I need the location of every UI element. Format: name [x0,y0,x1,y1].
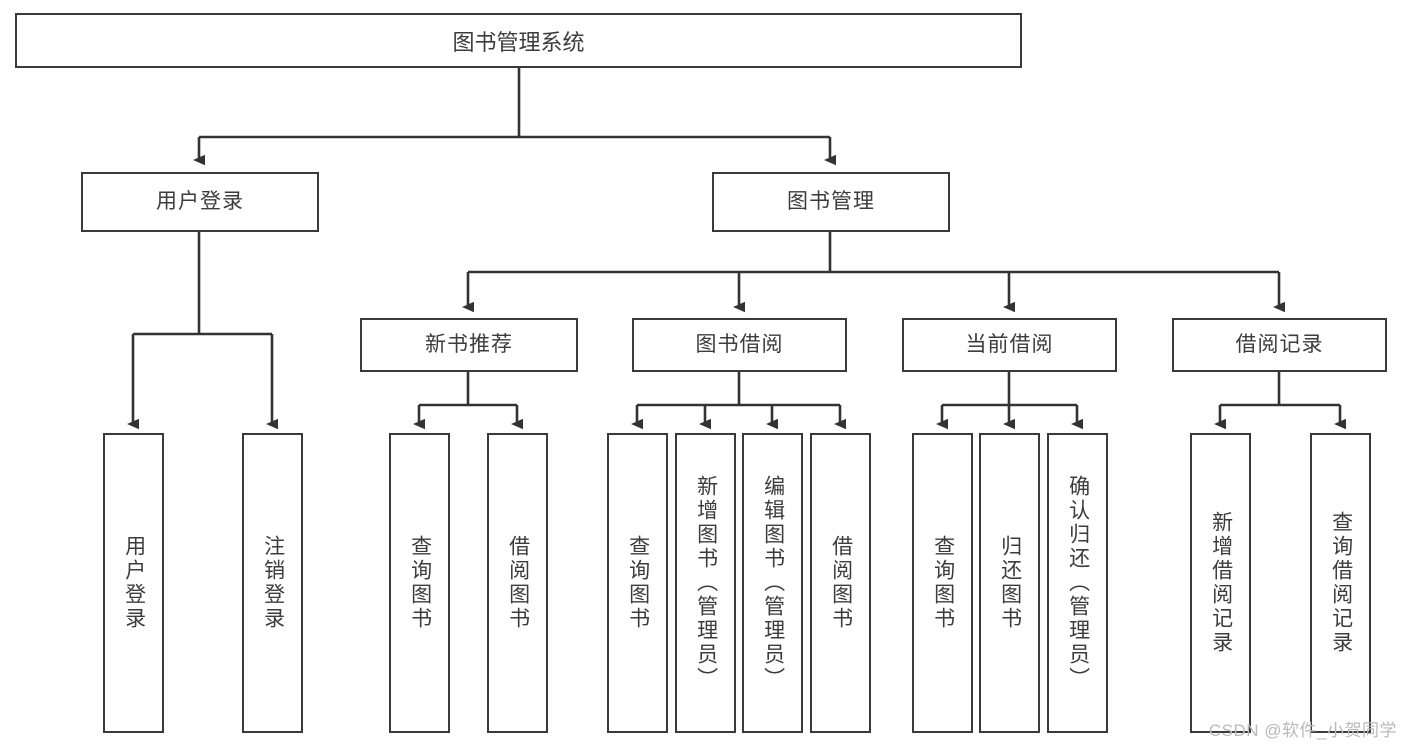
node-label: 新增借阅记录 [1209,511,1233,655]
node-label: 查询图书 [931,535,955,631]
node-label: 图书管理 [787,190,875,214]
node-label: 查询图书 [626,535,650,631]
leaf-new-book-query-book[interactable]: 查询图书 [389,433,450,733]
node-root-book-management-system[interactable]: 图书管理系统 [15,13,1022,68]
node-label: 用户登录 [122,535,146,631]
node-new-book-recommend[interactable]: 新书推荐 [360,318,578,372]
leaf-current-borrow-confirm-return-admin[interactable]: 确认归还（管理员） [1047,433,1108,733]
node-book-management[interactable]: 图书管理 [712,172,950,232]
leaf-borrow-record-query-record[interactable]: 查询借阅记录 [1310,433,1371,733]
node-label: 编辑图书（管理员） [761,475,785,691]
node-label: 查询图书 [408,535,432,631]
node-label: 用户登录 [156,190,244,214]
node-label: 借阅记录 [1235,333,1324,357]
node-label: 查询借阅记录 [1329,511,1353,655]
leaf-current-borrow-query-book[interactable]: 查询图书 [912,433,973,733]
leaf-book-borrow-borrow-book[interactable]: 借阅图书 [810,433,871,733]
node-label: 图书借阅 [695,333,784,357]
node-label: 借阅图书 [506,535,530,631]
node-label: 确认归还（管理员） [1066,475,1090,691]
node-label: 新增图书（管理员） [694,475,718,691]
leaf-user-login-login[interactable]: 用户登录 [103,433,164,733]
leaf-borrow-record-add-record[interactable]: 新增借阅记录 [1190,433,1251,733]
node-label: 新书推荐 [425,333,513,357]
watermark-text: CSDN @软件_小贺同学 [1208,721,1397,740]
node-current-borrow[interactable]: 当前借阅 [902,318,1117,372]
node-user-login[interactable]: 用户登录 [81,172,319,232]
leaf-new-book-borrow-book[interactable]: 借阅图书 [487,433,548,733]
node-borrow-record[interactable]: 借阅记录 [1172,318,1387,372]
node-label: 图书管理系统 [452,29,585,55]
leaf-book-borrow-query-book[interactable]: 查询图书 [607,433,668,733]
leaf-book-borrow-add-book-admin[interactable]: 新增图书（管理员） [675,433,736,733]
leaf-book-borrow-edit-book-admin[interactable]: 编辑图书（管理员） [742,433,803,733]
node-label: 归还图书 [998,535,1022,631]
leaf-current-borrow-return-book[interactable]: 归还图书 [979,433,1040,733]
node-label: 借阅图书 [829,535,853,631]
leaf-user-login-logout[interactable]: 注销登录 [242,433,303,733]
node-book-borrow[interactable]: 图书借阅 [632,318,847,372]
node-label: 注销登录 [261,535,285,631]
node-label: 当前借阅 [965,333,1054,357]
